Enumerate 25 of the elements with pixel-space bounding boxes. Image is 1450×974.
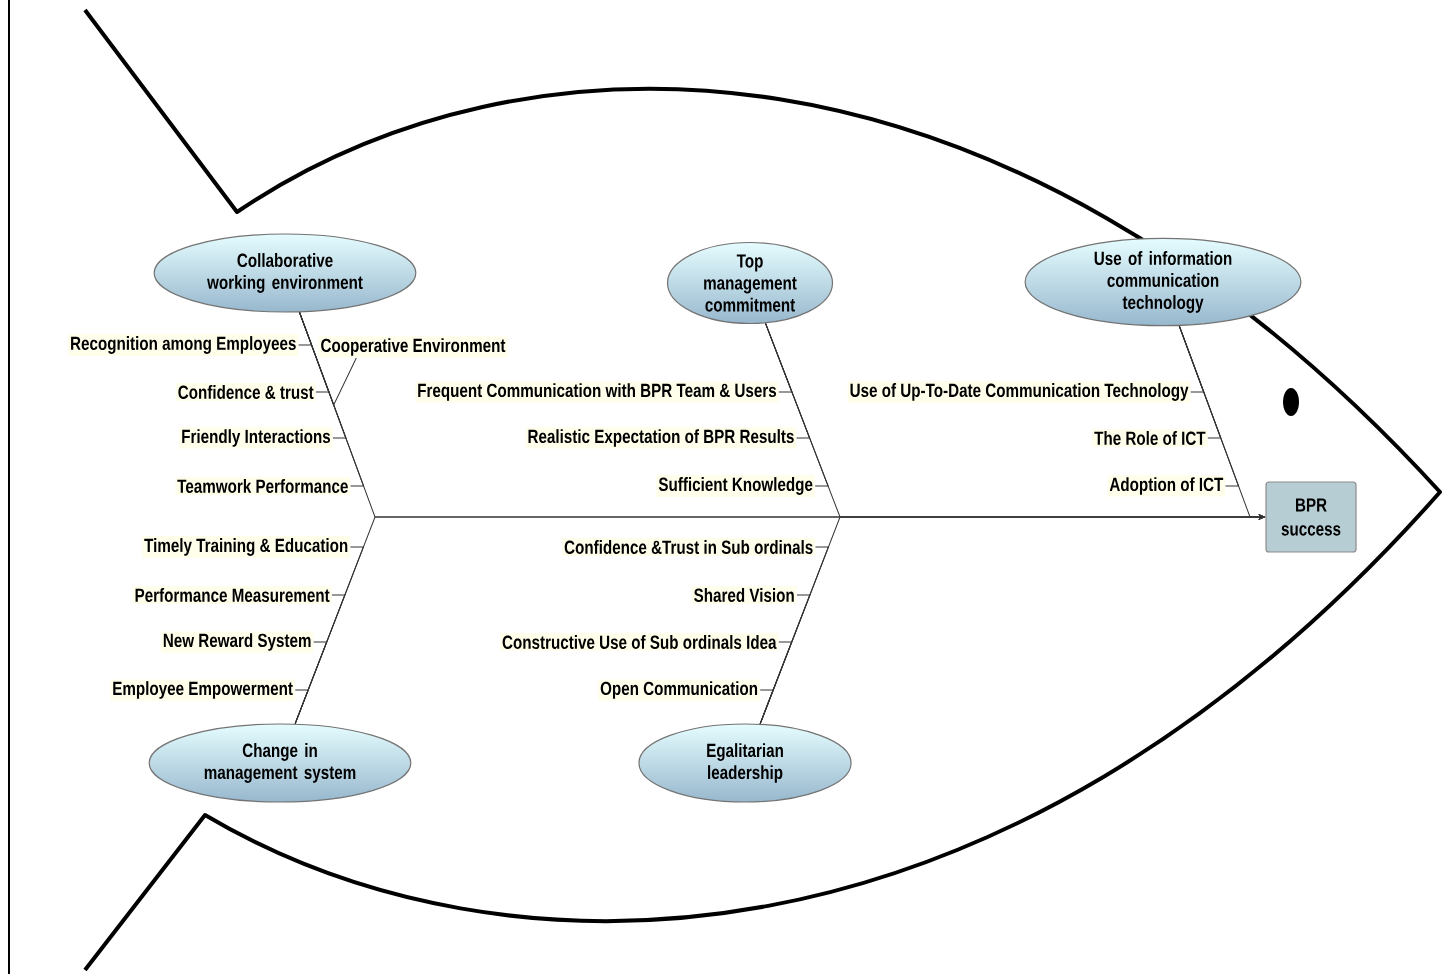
cause-label: Shared Vision [691,586,797,604]
cause-label: Employee Empowerment [110,679,295,701]
cause-label: Recognition among Employees [68,334,299,356]
cause-label: Timely Training & Education [142,536,351,558]
cause-line [1178,325,1239,487]
cause-label: Constructive Use of Sub ordinals Idea [500,633,779,651]
cause-label: Teamwork Performance [175,477,351,495]
cause-label: Use of Up-To-Date Communication Technology [847,381,1191,403]
cause-line [759,689,774,725]
cause-label: Realistic Expectation of BPR Results [525,427,797,449]
cause-label: Adoption of ICT [1107,475,1226,497]
cause-label: Confidence &Trust in Sub ordinals [562,538,816,556]
cause-line [765,322,829,487]
cause-line [299,311,365,487]
cause-label: The Role of ICT [1092,429,1208,447]
cause-label: Open Communication [598,679,760,701]
cause-label: Frequent Communication with BPR Team & Users [415,381,779,403]
cause-label: Sufficient Knowledge [656,475,815,497]
cause-label: New Reward System [160,631,314,653]
cause-label: Cooperative Environment [318,336,508,358]
cause-line [294,689,309,725]
effect-box: BPR success [1265,481,1357,553]
cause-label: Performance Measurement [132,586,332,604]
cause-label: Confidence & trust [175,383,316,401]
cause-label: Friendly Interactions [179,427,333,449]
